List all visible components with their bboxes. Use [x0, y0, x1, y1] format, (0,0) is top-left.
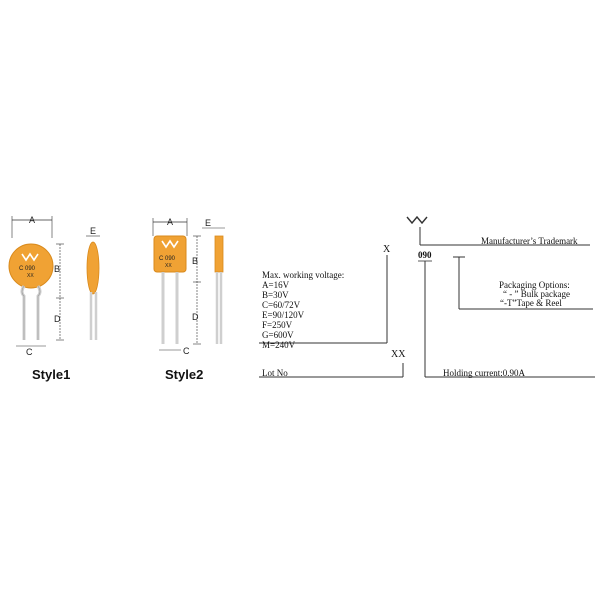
trademark-label: Manufacturer’s Trademark	[481, 236, 578, 246]
style1-side-body	[86, 241, 100, 295]
style2-square-body	[153, 235, 187, 273]
style1-marking-line1: C 090	[19, 266, 36, 272]
style2-dim-e: E	[205, 218, 211, 228]
style1-marking-line2: XX	[27, 273, 34, 279]
style1-disc-body	[8, 243, 54, 289]
style1-trademark-icon	[21, 252, 39, 262]
style2-marking-line1: C 090	[159, 256, 176, 262]
packaging-tape: “-T”Tape & Reel	[500, 298, 562, 308]
voltage-option: E=90/120V	[262, 310, 305, 320]
style2-trademark-icon	[161, 239, 179, 249]
part-number-lines	[259, 215, 595, 378]
voltage-option: A=16V	[262, 280, 290, 290]
code-090: 090	[418, 250, 432, 260]
style1-label: Style1	[32, 367, 71, 382]
style2-marking-line2: XX	[165, 263, 172, 269]
voltage-option: M=240V	[262, 340, 296, 350]
packaging-bulk: “ - ” Bulk package	[503, 289, 570, 299]
voltage-options: A=16V B=30V C=60/72V E=90/120V F=250V G=…	[262, 280, 304, 350]
style2-dim-c: C	[183, 346, 190, 356]
code-trademark-icon	[406, 215, 428, 225]
style1-dim-b: B	[54, 264, 60, 274]
voltage-title: Max. working voltage:	[262, 270, 345, 280]
code-x: X	[383, 244, 391, 255]
style1-dim-e: E	[90, 226, 96, 236]
style1-dim-c: C	[26, 347, 33, 357]
style1-dim-d: D	[54, 314, 61, 324]
style1-dim-a: A	[29, 215, 35, 225]
style2-dim-d: D	[192, 312, 199, 322]
voltage-option: B=30V	[262, 290, 289, 300]
style2-dim-a: A	[167, 217, 173, 227]
voltage-option: G=600V	[262, 330, 294, 340]
code-xx: XX	[391, 349, 406, 360]
lot-no-label: Lot No	[262, 368, 288, 378]
style2-drawing: A C 090 XX B D C E	[152, 217, 225, 356]
style2-label: Style2	[165, 367, 204, 382]
voltage-option: F=250V	[262, 320, 293, 330]
packaging-title: Packaging Options:	[499, 280, 570, 290]
style1-drawing: A C 090 XX B D C E	[8, 215, 100, 357]
voltage-option: C=60/72V	[262, 300, 301, 310]
style2-side-body	[214, 235, 224, 273]
holding-current-label: Holding current:0.90A	[443, 368, 525, 378]
style2-dim-b: B	[192, 256, 198, 266]
